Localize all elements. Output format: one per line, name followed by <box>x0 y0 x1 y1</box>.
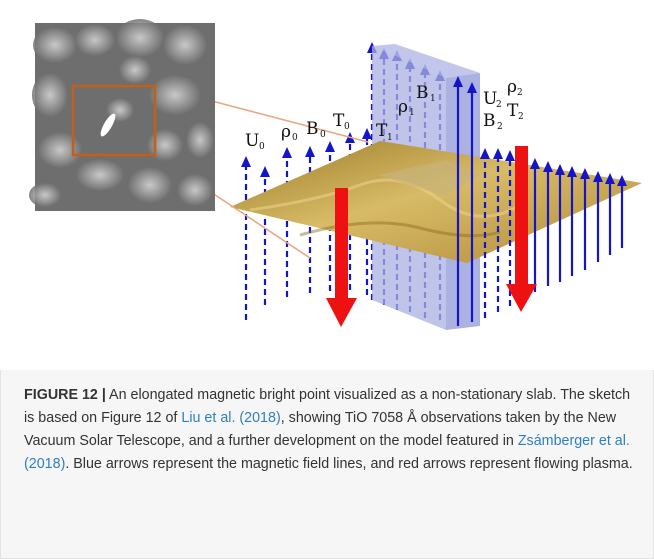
field-line-right-4-head <box>505 150 515 161</box>
caption-label: FIGURE 12 | <box>24 387 106 403</box>
label-b2: B 2 <box>483 111 503 132</box>
svg-text:T: T <box>507 101 519 121</box>
svg-text:T: T <box>376 121 388 141</box>
slab-surface-patch <box>378 160 480 196</box>
inset-highlight-box <box>71 84 157 157</box>
granule-12 <box>29 183 61 207</box>
label-rho0: ρ 0 <box>281 122 298 143</box>
field-line-right-6-head <box>530 158 540 169</box>
field-line-right-12-head <box>605 173 615 184</box>
granule-10 <box>128 167 172 203</box>
field-line-right-2-head <box>480 148 490 159</box>
granule-9 <box>76 159 124 191</box>
field-line-right-9-head <box>567 166 577 177</box>
tio-inset-image <box>29 19 215 211</box>
label-t1: T 1 <box>376 121 393 143</box>
svg-text:ρ: ρ <box>507 77 517 97</box>
field-line-left-4-head <box>325 141 335 152</box>
field-line-left-3-head <box>305 146 315 157</box>
granule-0 <box>33 27 77 63</box>
caption-link-liu[interactable]: Liu et al. (2018) <box>181 410 281 426</box>
granule-3 <box>163 25 207 65</box>
label-rho2: ρ 2 <box>507 77 523 98</box>
granule-7 <box>186 122 214 158</box>
label-t2: T 2 <box>507 101 524 122</box>
svg-text:2: 2 <box>497 122 503 132</box>
field-line-left-2-head <box>282 147 292 158</box>
label-rho1: ρ 1 <box>398 97 415 118</box>
svg-text:ρ: ρ <box>398 97 408 117</box>
svg-text:2: 2 <box>496 100 502 110</box>
svg-text:U: U <box>245 131 259 151</box>
granule-1 <box>75 24 115 56</box>
field-line-right-1-head <box>467 82 477 93</box>
caption-text-1: An elongated magnetic bright point visua… <box>24 387 631 426</box>
label-b0: B 0 <box>306 119 326 140</box>
caption-link-zsamberger[interactable]: Zsámberger et al. (2018) <box>24 433 630 472</box>
plasma-flow-arrow-right <box>506 146 537 312</box>
svg-text:ρ: ρ <box>281 122 291 142</box>
field-line-right-3-head <box>493 148 503 159</box>
svg-text:1: 1 <box>430 94 436 104</box>
label-t0: T 0 <box>333 111 350 132</box>
svg-text:T: T <box>333 111 345 131</box>
svg-text:B: B <box>306 119 319 139</box>
label-b1: B 1 <box>416 83 436 104</box>
field-line-right-10-head <box>580 168 590 179</box>
field-line-left-6-head <box>362 128 372 139</box>
plasma-flow-arrow-left <box>326 188 357 327</box>
caption-text-3: . Blue arrows represent the magnetic fie… <box>65 456 633 472</box>
svg-text:1: 1 <box>387 133 393 143</box>
svg-text:U: U <box>483 89 497 109</box>
svg-text:B: B <box>416 83 429 103</box>
granule-6 <box>149 75 201 115</box>
caption-text-2: , showing TiO 7058 Å observations taken … <box>24 410 617 449</box>
field-line-right-11-head <box>593 171 603 182</box>
field-line-right-13-head <box>617 175 627 186</box>
figure-caption: FIGURE 12 | An elongated magnetic bright… <box>24 384 640 476</box>
slab-top-face <box>372 44 480 78</box>
label-u0: U 0 <box>245 131 265 152</box>
svg-text:2: 2 <box>517 88 523 98</box>
granule-2 <box>116 19 164 57</box>
granule-13 <box>119 56 151 84</box>
mbp-slab-diagram: U 0 ρ 0 B 0 T 0 T 1 ρ 1 B 1 U 2 ρ 2 B 2 … <box>29 19 642 330</box>
field-line-left-0-head <box>241 156 251 167</box>
granule-11 <box>177 174 213 206</box>
field-line-right-7-head <box>543 161 553 172</box>
field-line-right-8-head <box>555 164 565 175</box>
svg-text:0: 0 <box>259 142 265 152</box>
svg-text:2: 2 <box>518 112 524 122</box>
photosphere-surface <box>230 141 642 263</box>
field-line-left-1-head <box>260 166 270 177</box>
bright-point <box>100 113 116 137</box>
svg-text:1: 1 <box>409 108 415 118</box>
svg-text:0: 0 <box>344 122 350 132</box>
svg-text:0: 0 <box>320 130 326 140</box>
field-line-right-0-head <box>453 76 463 87</box>
label-u2: U 2 <box>483 89 502 110</box>
svg-text:B: B <box>483 111 496 131</box>
granule-8 <box>38 132 82 168</box>
field-lines-front <box>453 76 627 326</box>
svg-text:0: 0 <box>292 133 298 143</box>
granule-4 <box>32 73 68 117</box>
